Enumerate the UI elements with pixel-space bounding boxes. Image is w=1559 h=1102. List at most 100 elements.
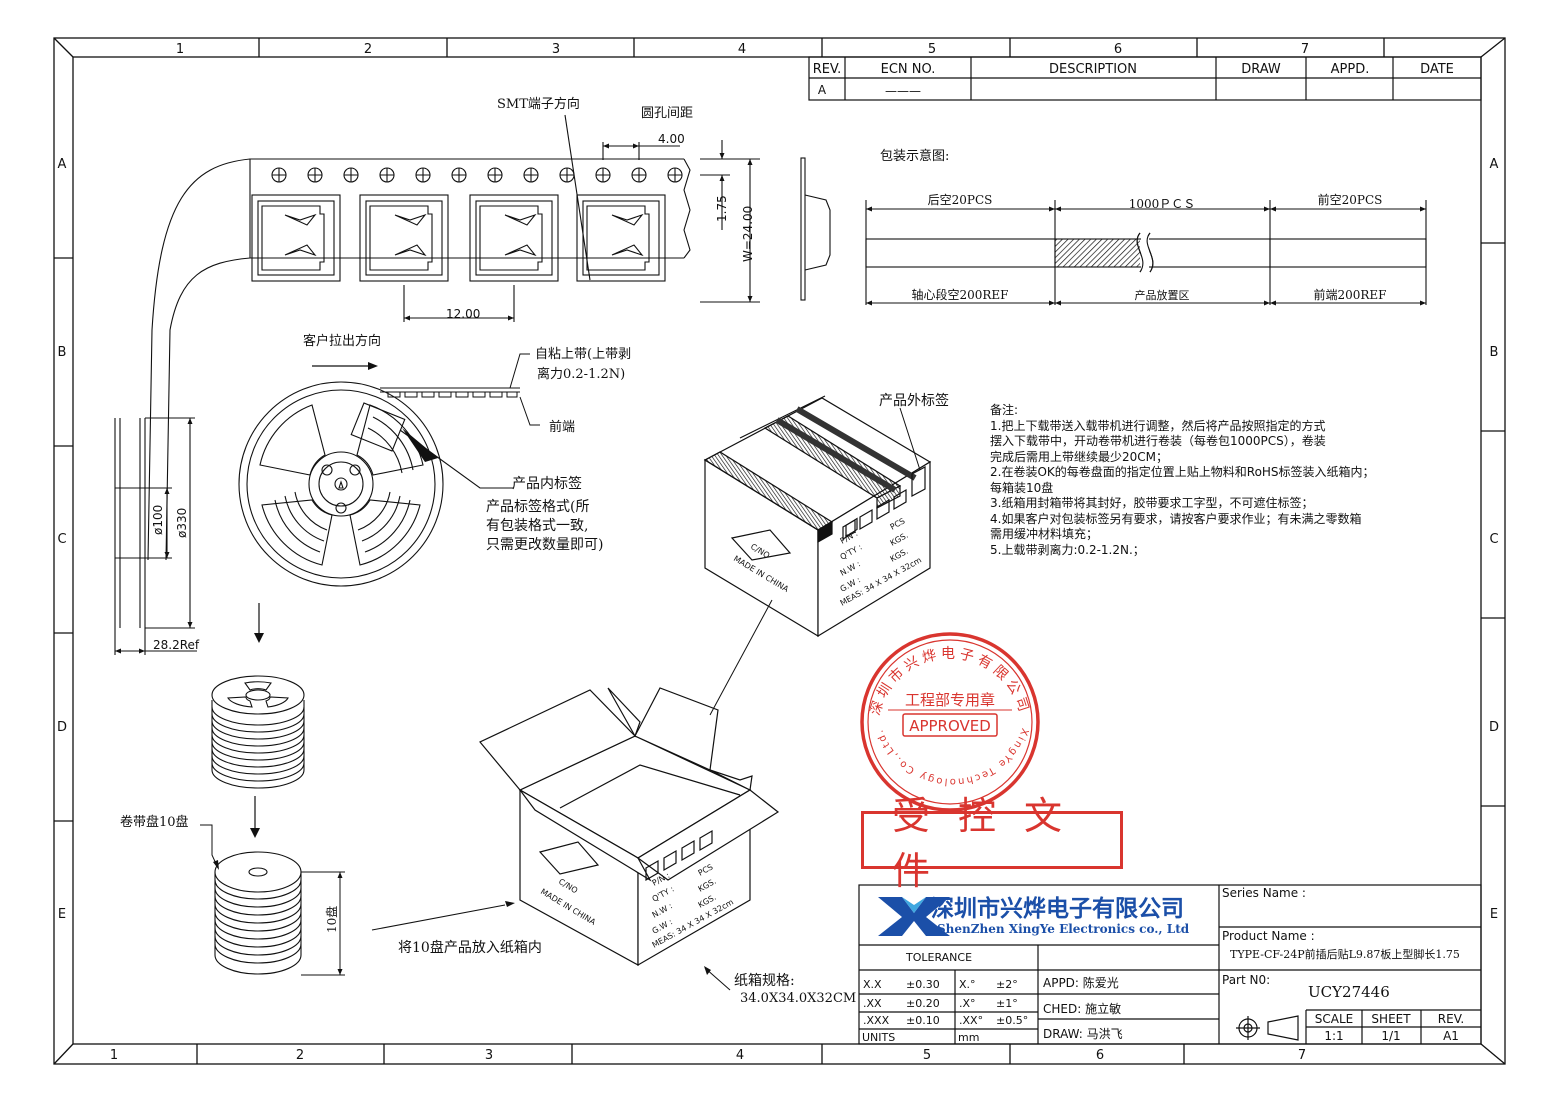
dim-edge: 1.75 (715, 195, 729, 222)
packing-title: 包装示意图: (880, 148, 949, 164)
company-logo (878, 897, 950, 936)
front-ref-label: 前端200REF (1313, 287, 1386, 302)
draw-header: DRAW (1241, 62, 1281, 77)
dim-hub: ø100 (151, 505, 165, 535)
box-spec-value: 34.0X34.0X32CM (740, 991, 856, 1006)
company-name-en: ShenZhen XingYe Electronics co., Ltd (937, 922, 1190, 936)
approved-seal (860, 632, 1040, 812)
ched-field: CHED: 施立敏 (1043, 1001, 1121, 1016)
hole-spacing-label: 圆孔间距 (641, 106, 693, 121)
part-no-label: Part N0: (1222, 973, 1270, 987)
label-format-line1: 产品标签格式(所 (486, 498, 589, 515)
part-no-value: UCY27446 (1308, 983, 1390, 1001)
reel-stack-2 (214, 851, 302, 975)
zone-top-5: 5 (928, 42, 936, 57)
dim-outer: ø330 (175, 508, 189, 538)
draw-field: DRAW: 马洪飞 (1043, 1027, 1123, 1041)
appd-header: APPD. (1331, 62, 1370, 77)
zone-top-4: 4 (738, 42, 746, 57)
tol-r2c2: ±0.20 (906, 997, 940, 1010)
sheet-value: 1/1 (1381, 1029, 1400, 1043)
front-empty-label: 前空20PCS (1318, 192, 1383, 207)
tol-r1c4: ±2° (996, 978, 1018, 991)
sheet-label: SHEET (1371, 1012, 1411, 1026)
revision-table: REV. ECN NO. DESCRIPTION DRAW APPD. DATE… (808, 56, 1482, 101)
zone-bottom-1: 1 (110, 1048, 118, 1063)
tol-r2c1: .XX (863, 997, 882, 1010)
description-header: DESCRIPTION (1049, 62, 1137, 77)
outer-label-leader (899, 407, 921, 471)
zone-bottom-5: 5 (923, 1048, 931, 1063)
reels-10-label: 卷带盘10盘 (120, 814, 189, 830)
product-area-label: 产品放置区 (1135, 288, 1190, 302)
inner-label-pointer (402, 428, 438, 462)
tol-r2c3: .X° (959, 997, 976, 1010)
carrier-tape (147, 114, 831, 561)
label-format-line2: 有包装格式一致, (486, 518, 588, 534)
sprocket-holes (271, 167, 683, 183)
zone-left-c: C (57, 532, 66, 547)
inner-label-title: 产品内标签 (512, 475, 582, 492)
outer-label-title: 产品外标签 (879, 392, 949, 409)
stack-dimension (200, 824, 345, 976)
dim-reel-width: 28.2Ref (153, 638, 200, 652)
controlled-document-stamp: 受控文件 (861, 794, 1123, 893)
zone-right-e: E (1490, 907, 1498, 922)
note-line-7: 4.如果客户对包装标签另有要求，请按客户要求作业；有未满之零数箱 (990, 511, 1362, 526)
zone-top-7: 7 (1301, 42, 1309, 57)
tol-r1c2: ±0.30 (906, 978, 940, 991)
product-name-value: TYPE-CF-24P前插后贴L9.87板上型脚长1.75 (1230, 947, 1460, 961)
tol-r3c1: .XXX (863, 1014, 890, 1027)
tol-r3c4: ±0.5° (996, 1014, 1028, 1027)
zone-labels: 1 2 3 4 5 6 7 1 2 3 4 5 6 7 A B C D E A … (57, 42, 1499, 1063)
pull-direction-label: 客户拉出方向 (303, 333, 381, 349)
tape-pocket-2 (359, 194, 449, 282)
tape-pocket-4 (576, 194, 666, 282)
stack-10-label: 10盘 (324, 906, 339, 933)
tol-r2c4: ±1° (996, 997, 1018, 1010)
open-carton (479, 687, 780, 967)
into-box-label: 将10盘产品放入纸箱内 (398, 939, 542, 956)
ecn-value: ——— (885, 84, 921, 98)
closed-carton (703, 395, 932, 638)
rev-label: REV. (1438, 1012, 1464, 1026)
units-value: mm (958, 1031, 979, 1044)
scale-label: SCALE (1315, 1012, 1353, 1026)
dim-width: W=24.00 (741, 206, 755, 262)
box-spec-title: 纸箱规格: (734, 973, 795, 989)
dim-pocket-pitch: 12.00 (446, 307, 480, 321)
product-name-label: Product Name : (1222, 929, 1315, 943)
tol-r1c3: X.° (959, 978, 976, 991)
label-format-line3: 只需更改数量即可) (486, 537, 603, 553)
cover-tape-force: 离力0.2-1.2N) (537, 366, 625, 382)
rear-empty-label: 后空20PCS (928, 193, 993, 207)
zone-left-d: D (57, 720, 67, 735)
tape-pocket-3 (469, 194, 559, 282)
ecn-header: ECN NO. (881, 62, 936, 77)
note-line-8: 需用缓冲材料填充； (990, 527, 1099, 541)
zone-top-3: 3 (552, 42, 560, 57)
notes-block: 备注: 1.把上下载带送入载带机进行调整，然后将产品按照指定的方式 摆入下载带中… (990, 403, 1375, 558)
notes-title: 备注: (990, 403, 1019, 417)
company-name-cn: 深圳市兴烨电子有限公司 (931, 895, 1184, 922)
tolerance-label: TOLERANCE (905, 951, 972, 964)
zone-bottom-4: 4 (736, 1048, 744, 1063)
dim-hole-pitch: 4.00 (658, 132, 685, 146)
cover-tape-label: 自粘上带(上带剥 (535, 347, 631, 362)
rev-header: REV. (813, 62, 842, 77)
rev-value: A (818, 83, 827, 97)
zone-right-d: D (1489, 720, 1499, 735)
zone-top-1: 1 (176, 42, 184, 57)
controlled-document-text: 受控文件 (892, 794, 1091, 893)
border-frame (53, 37, 1506, 1065)
carton-leader-arrows (505, 901, 711, 975)
reel-front (238, 381, 514, 587)
zone-left-e: E (58, 907, 66, 922)
date-header: DATE (1420, 62, 1454, 77)
zone-right-b: B (1490, 345, 1499, 360)
front-end-label: 前端 (549, 419, 575, 435)
series-name-label: Series Name : (1222, 886, 1306, 900)
zone-bottom-2: 2 (296, 1048, 304, 1063)
zone-top-6: 6 (1114, 42, 1122, 57)
